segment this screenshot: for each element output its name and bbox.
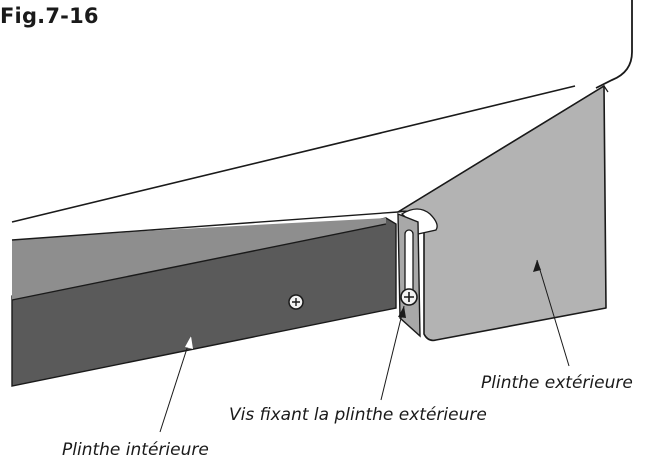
leader-outer-plinth-arrow [533, 260, 541, 272]
cabinet-front-edge [11, 85, 576, 223]
outer-plinth-top-lip [397, 85, 609, 213]
inner-plinth-upper-strip [12, 218, 386, 300]
inner-screw-cross-icon [292, 298, 300, 306]
leader-screw [380, 305, 405, 401]
leader-screw-arrow [398, 306, 406, 318]
cabinet-lower-edge [11, 211, 399, 241]
outer-screw-cross-icon [404, 292, 414, 302]
label-screw: Vis fixant la plinthe extérieure [229, 405, 487, 425]
figure-title: Fig.7-16 [0, 4, 99, 28]
bracket-slot [404, 229, 414, 299]
label-outer-plinth: Plinthe extérieure [481, 373, 633, 393]
leader-inner-plinth [159, 335, 192, 433]
leader-outer-plinth [536, 259, 570, 367]
cabinet-side-edge [595, 0, 633, 89]
inner-plinth-top-edge [11, 223, 387, 301]
leader-inner-plinth-arrow [185, 336, 193, 349]
cabinet-body [12, 80, 618, 240]
label-inner-plinth: Plinthe intérieure [62, 440, 209, 460]
